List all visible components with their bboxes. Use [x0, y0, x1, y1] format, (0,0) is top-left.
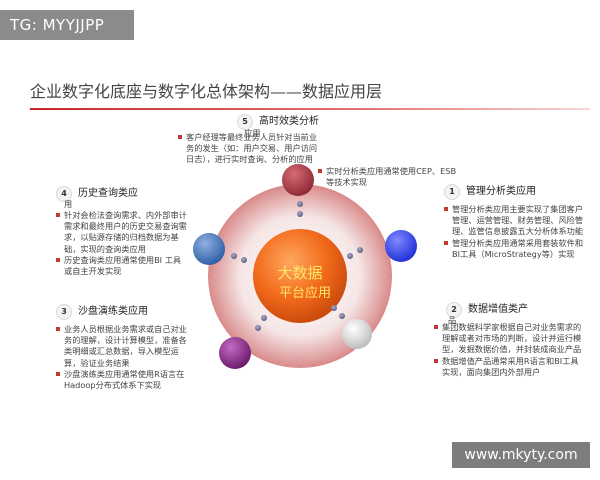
- connector-dot: [347, 253, 353, 259]
- section-sandbox: 3 沙盘演练类应用 业务人员根据业务需求或自己对业务的理解，设计计算模型，准备各…: [56, 304, 190, 391]
- section-management: 1 管理分析类应用 管理分析类应用主要实现了集团客户管理、运营管理、财务管理、风…: [444, 184, 584, 260]
- title-divider: [30, 108, 590, 110]
- connector-dot: [231, 253, 237, 259]
- section-label: 数据增值类产: [468, 304, 528, 316]
- section-number-badge: 3: [56, 304, 72, 320]
- section-number-badge: 4: [56, 186, 72, 202]
- orb-realtime: [282, 164, 314, 196]
- section-realtime-right-text: 实时分析类应用通常使用CEP、ESB等技术实现: [318, 166, 458, 188]
- center-label-line2: 平台应用: [279, 285, 331, 301]
- watermark-bottom: www.mkyty.com: [452, 442, 590, 468]
- page-title: 企业数字化底座与数字化总体架构——数据应用层: [30, 82, 383, 101]
- section-label: 历史查询类应: [78, 188, 138, 200]
- orb-value-added: [342, 319, 372, 349]
- connector-dot: [255, 325, 261, 331]
- section-label: 沙盘演练类应用: [78, 306, 148, 318]
- orb-management: [385, 230, 417, 262]
- center-label-line1: 大数据: [277, 264, 322, 282]
- section-value-added: 2 数据增值类产 品 集团数据科学家根据自己对业务需求的理解或者对市场的判断，设…: [434, 302, 584, 378]
- section-bullet: 沙盘演练类应用通常使用R语言在Hadoop分布式体系下实现: [56, 369, 190, 391]
- section-sub-label: 应用: [244, 128, 261, 138]
- section-realtime-left-text: 客户经理等最终业务人员针对当前业务的发生（如：用户交易、用户访问日志），进行实时…: [178, 132, 324, 166]
- orb-history: [193, 233, 225, 265]
- connector-dot: [339, 313, 345, 319]
- section-sub-label: 品: [448, 315, 457, 325]
- section-sub-label: 用: [64, 199, 73, 209]
- orb-sandbox: [219, 337, 251, 369]
- connector-dot: [297, 201, 303, 207]
- connector-dot: [331, 305, 337, 311]
- connector-dot: [357, 247, 363, 253]
- section-bullet: 业务人员根据业务需求或自己对业务的理解，设计计算模型，准备各类明细或汇总数据，导…: [56, 324, 190, 369]
- connector-dot: [297, 211, 303, 217]
- section-label: 高时效类分析: [259, 116, 319, 128]
- section-realtime-head: 5 高时效类分析: [237, 114, 319, 134]
- section-number-badge: 2: [446, 302, 462, 318]
- watermark-top: TG: MYYJJPP: [0, 10, 134, 40]
- section-label: 管理分析类应用: [466, 186, 536, 198]
- section-bullet: 数据增值产品通常采用R语言和BI工具实现，面向集团内外部用户: [434, 356, 584, 378]
- section-number-badge: 1: [444, 184, 460, 200]
- section-number-badge: 5: [237, 114, 253, 130]
- section-history: 4 历史查询类应 用 针对会检法查询需求、内外部审计需求和最终用户的历史交易查询…: [56, 186, 188, 277]
- section-bullet: 管理分析类应用主要实现了集团客户管理、运营管理、财务管理、风险管理、监管信息披露…: [444, 204, 584, 238]
- section-bullet: 管理分析类应用通常采用套装软件和BI工具（MicroStrategy等）实现: [444, 238, 584, 260]
- connector-dot: [241, 257, 247, 263]
- section-bullet: 集团数据科学家根据自己对业务需求的理解或者对市场的判断，设计并运行模型，发掘数据…: [434, 322, 584, 356]
- section-bullet: 历史查询类应用通常使用BI 工具或自主开发实现: [56, 255, 188, 277]
- section-bullet: 针对会检法查询需求、内外部审计需求和最终用户的历史交易查询需求，以贴源存储的归档…: [56, 210, 188, 255]
- center-hub: [253, 229, 347, 323]
- connector-dot: [261, 315, 267, 321]
